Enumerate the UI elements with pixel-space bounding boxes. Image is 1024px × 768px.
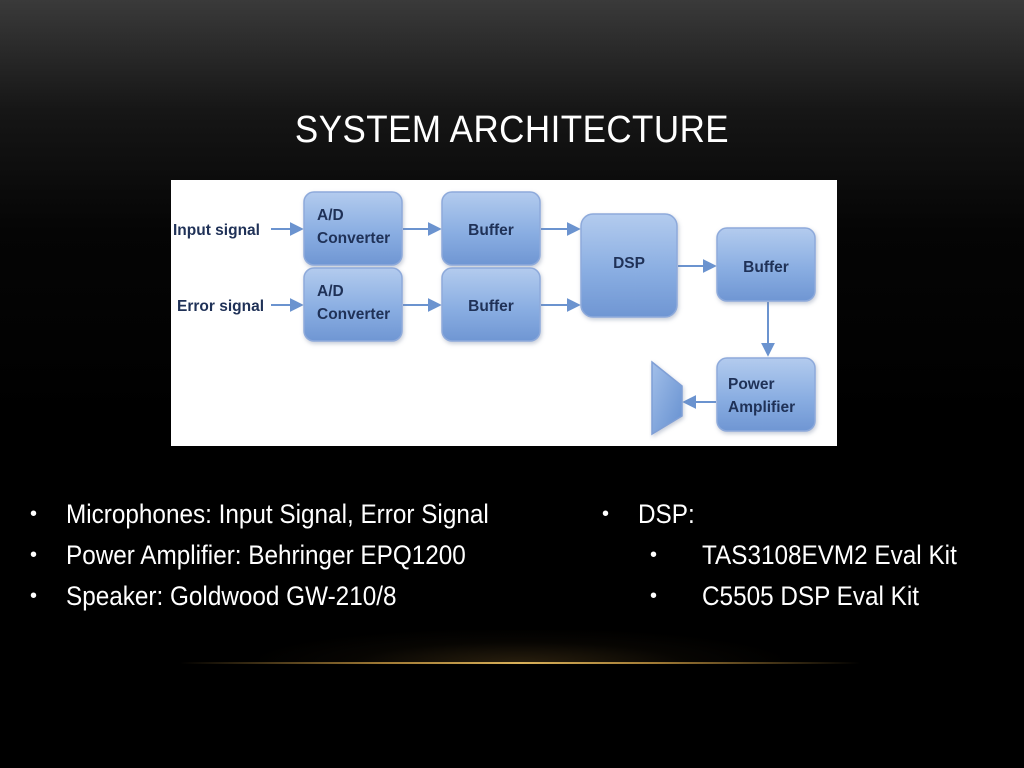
list-item: • Speaker: Goldwood GW-210/8 <box>30 576 536 617</box>
decorative-divider <box>180 662 860 664</box>
speaker-icon <box>651 360 683 436</box>
buffer-top-label: Buffer <box>468 222 514 239</box>
bullet-marker: • <box>602 503 610 525</box>
architecture-diagram-svg: Input signal Error signal A/D Converter … <box>173 191 816 436</box>
buffer-block-bottom: Buffer <box>441 267 541 342</box>
adc-bottom-line2: Converter <box>317 306 390 323</box>
bullet-marker: • <box>30 585 38 607</box>
bullet-text: TAS3108EVM2 Eval Kit <box>702 540 957 570</box>
dsp-block: DSP <box>580 213 678 318</box>
right-bullet-list: • DSP: • TAS3108EVM2 Eval Kit • C5505 DS… <box>602 494 985 617</box>
bullet-marker: • <box>30 503 38 525</box>
power-amp-line1: Power <box>728 376 775 393</box>
list-item: • Microphones: Input Signal, Error Signa… <box>30 494 536 535</box>
bullet-marker: • <box>650 544 658 566</box>
bullet-text: C5505 DSP Eval Kit <box>702 581 920 611</box>
bullet-marker: • <box>650 585 658 607</box>
bullet-text: Microphones: Input Signal, Error Signal <box>66 499 489 529</box>
adc-top-line1: A/D <box>317 207 344 224</box>
error-signal-label: Error signal <box>177 298 264 315</box>
adc-bottom-line1: A/D <box>317 283 344 300</box>
adc-block-top: A/D Converter <box>303 191 403 266</box>
power-amplifier-block: Power Amplifier <box>716 357 816 432</box>
bullet-marker: • <box>30 544 38 566</box>
power-amp-line2: Amplifier <box>728 399 795 416</box>
buffer-block-output: Buffer <box>716 227 816 302</box>
dsp-label: DSP <box>613 255 645 272</box>
list-item: • Power Amplifier: Behringer EPQ1200 <box>30 535 536 576</box>
decorative-glow <box>260 630 780 664</box>
bullet-text: Power Amplifier: Behringer EPQ1200 <box>66 540 466 570</box>
list-item: • TAS3108EVM2 Eval Kit <box>638 535 985 576</box>
architecture-diagram: Input signal Error signal A/D Converter … <box>171 180 837 446</box>
bullet-text: DSP: <box>638 499 695 529</box>
input-signal-label: Input signal <box>173 222 260 239</box>
buffer-output-label: Buffer <box>743 259 789 276</box>
list-item: • C5505 DSP Eval Kit <box>638 576 985 617</box>
buffer-bottom-label: Buffer <box>468 298 514 315</box>
slide-title: System Architecture <box>294 109 730 151</box>
left-bullet-list: • Microphones: Input Signal, Error Signa… <box>30 494 536 617</box>
list-item: • DSP: <box>602 494 985 535</box>
adc-top-line2: Converter <box>317 230 390 247</box>
bullet-text: Speaker: Goldwood GW-210/8 <box>66 581 397 611</box>
adc-block-bottom: A/D Converter <box>303 267 403 342</box>
buffer-block-top: Buffer <box>441 191 541 266</box>
